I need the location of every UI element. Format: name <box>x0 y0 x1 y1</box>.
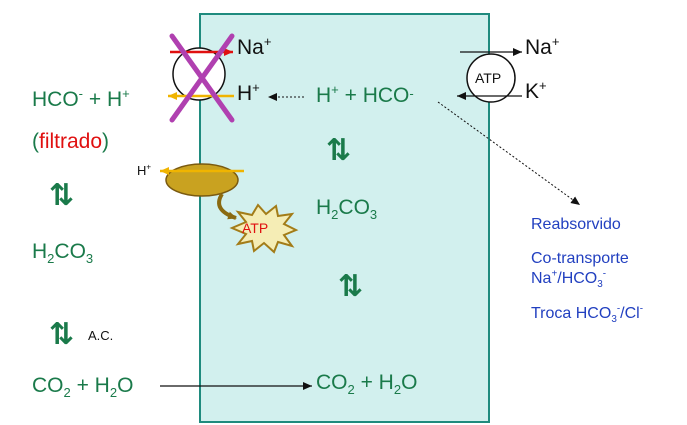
inhibition-x-line-2 <box>169 33 235 123</box>
cell-equilibrium-arrow-2: ⇅ <box>338 270 364 303</box>
troca-label: Troca HCO3-/Cl- <box>531 303 644 326</box>
cotransporte-ions-label: Na+/HCO3- <box>531 268 607 291</box>
na-k-pump-atp-label: ATP <box>475 70 502 86</box>
na-k-pump-k-label: K+ <box>525 78 547 103</box>
antiporter-na-label: Na+ <box>237 34 272 59</box>
pump-atp-link <box>217 192 237 220</box>
lumen-equilibrium-arrow-2: ⇅ <box>49 318 75 351</box>
atp-burst-shape <box>229 203 299 254</box>
cell-h-hco3-equation: H+ + HCO- <box>316 82 414 107</box>
antiporter-h-label: H+ <box>237 80 260 105</box>
pump-h-label: H+ <box>137 162 152 178</box>
lumen-hco3-h-equation: HCO- + H+ <box>32 86 130 111</box>
na-k-pump-circle <box>466 53 516 103</box>
h-atpase-pump <box>165 163 239 197</box>
lumen-co2-h2o: CO2 + H2O <box>32 374 134 401</box>
cell-equilibrium-arrow-1: ⇅ <box>326 134 352 167</box>
atp-burst-label: ATP <box>242 220 269 236</box>
lumen-equilibrium-arrow-1: ⇅ <box>49 179 75 212</box>
reabsorption-dotted-arrow <box>437 101 581 206</box>
cell-co2-h2o: CO2 + H2O <box>316 371 418 398</box>
na-k-pump-na-label: Na+ <box>525 34 560 59</box>
filtrado-label: (filtrado) <box>32 130 110 153</box>
cotransporte-label: Co-transporte <box>531 250 629 267</box>
carbonic-anhydrase-label: A.C. <box>88 328 114 343</box>
cell-h2co3: H2CO3 <box>316 196 378 223</box>
reabsorvido-label: Reabsorvido <box>531 216 621 233</box>
lumen-h2co3: H2CO3 <box>32 240 94 267</box>
